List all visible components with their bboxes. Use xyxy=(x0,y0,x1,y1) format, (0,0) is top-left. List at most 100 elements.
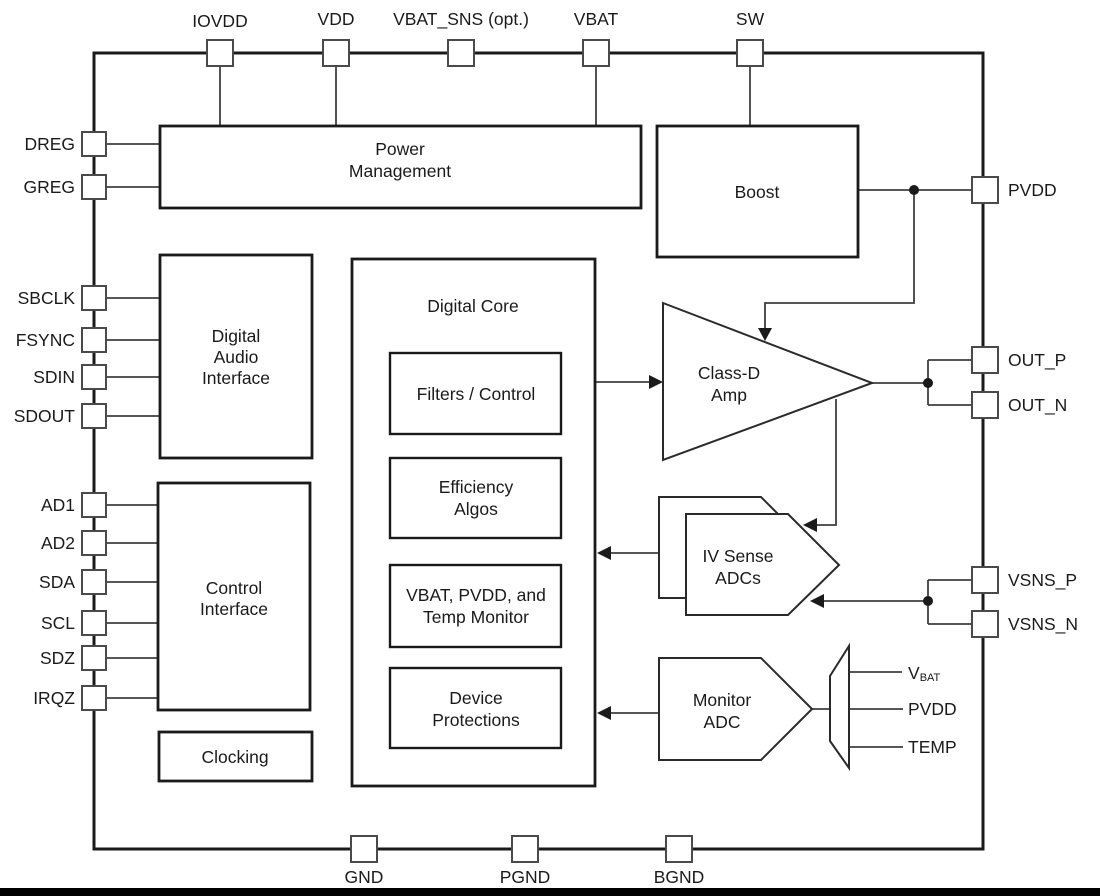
pin-label-out-p: OUT_P xyxy=(1008,350,1066,371)
pin-box-fsync xyxy=(81,327,107,353)
pin-label-sw: SW xyxy=(736,9,765,29)
iv-sense-adcs-label: ADCs xyxy=(715,568,761,588)
pin-label-bgnd: BGND xyxy=(654,867,705,887)
device-protections-box xyxy=(388,666,563,750)
arrowhead-into-amp-top xyxy=(758,328,772,341)
vbat-pvdd-temp-monitor-box xyxy=(388,563,563,649)
pin-box-sw xyxy=(736,39,764,67)
pin-box-sdin xyxy=(81,364,107,390)
pin-label-sbclk: SBCLK xyxy=(18,288,76,308)
clocking-label: Clocking xyxy=(201,747,268,767)
power-management-label: Management xyxy=(349,161,451,181)
pin-label-scl: SCL xyxy=(41,613,75,633)
iv-sense-adcs-label: IV Sense xyxy=(702,546,773,566)
pin-label-greg: GREG xyxy=(23,177,75,197)
clocking-box xyxy=(157,730,314,783)
block-monitor-adc: Monitor ADC xyxy=(658,642,850,772)
boost-label: Boost xyxy=(735,182,780,202)
left-pins: DREG GREG SBCLK FSYNC SDIN SDOUT AD1 AD2… xyxy=(14,131,107,711)
junction-dot-pvdd xyxy=(909,185,919,195)
pin-box-vbat xyxy=(582,39,610,67)
block-control-interface: Control Interface xyxy=(156,481,312,712)
class-d-amp-triangle xyxy=(662,301,875,462)
pin-label-out-n: OUT_N xyxy=(1008,395,1067,416)
pin-label-dreg: DREG xyxy=(24,134,75,154)
efficiency-algos-box xyxy=(388,456,563,540)
right-pins: PVDD OUT_P OUT_N VSNS_P VSNS_N xyxy=(971,176,1078,638)
iv-sense-adcs-front-shape xyxy=(685,513,841,616)
pin-label-sdin: SDIN xyxy=(33,367,75,387)
pin-box-vbat-sns xyxy=(447,39,475,67)
wire-amp-to-out xyxy=(872,359,972,406)
pin-label-pgnd: PGND xyxy=(500,867,551,887)
pin-label-vbat-sns: VBAT_SNS (opt.) xyxy=(393,9,529,30)
wires xyxy=(106,66,972,748)
monitor-adc-shape xyxy=(658,657,814,761)
digital-core-title: Digital Core xyxy=(427,296,518,316)
block-boost: Boost xyxy=(655,124,860,259)
power-management-label: Power xyxy=(375,139,425,159)
mux-output-pvdd-label: PVDD xyxy=(908,699,957,719)
mux-output-vbat-label: VBAT xyxy=(908,663,941,684)
pin-label-sda: SDA xyxy=(39,572,75,592)
pin-box-dreg xyxy=(81,131,107,157)
mux-output-vbat-base: V xyxy=(908,663,920,683)
mux-output-vbat-subscript: BAT xyxy=(920,672,941,684)
dai-label: Digital xyxy=(212,326,261,346)
pin-box-out-p xyxy=(971,346,999,374)
block-power-management: Power Management xyxy=(158,124,643,210)
arrowhead-ivsense-to-core xyxy=(597,546,611,560)
class-d-amp-label: Class-D xyxy=(698,363,760,383)
arrowhead-core-to-amp xyxy=(649,375,663,389)
block-clocking: Clocking xyxy=(157,730,314,783)
pin-label-sdz: SDZ xyxy=(40,648,75,668)
arrowhead-monitor-to-core xyxy=(597,706,611,720)
filters-control-label: Filters / Control xyxy=(417,384,536,404)
device-protections-label: Protections xyxy=(432,710,520,730)
pin-box-sdout xyxy=(81,403,107,429)
pin-box-scl xyxy=(81,610,107,636)
arrowhead-amp-to-ivsense xyxy=(803,518,817,532)
vbat-pvdd-temp-monitor-label: VBAT, PVDD, and xyxy=(406,585,546,605)
pin-label-vdd: VDD xyxy=(318,9,355,29)
boost-box xyxy=(655,124,860,259)
pin-box-out-n xyxy=(971,391,999,419)
pin-box-ad1 xyxy=(81,492,107,518)
pin-label-gnd: GND xyxy=(345,867,384,887)
pin-box-vdd xyxy=(322,39,350,67)
pin-box-iovdd xyxy=(206,39,234,67)
pin-box-vsns-n xyxy=(971,610,999,638)
monitor-mux-outputs: VBAT PVDD TEMP xyxy=(908,663,957,757)
pin-box-irqz xyxy=(81,685,107,711)
pin-label-vsns-n: VSNS_N xyxy=(1008,614,1078,635)
pin-label-ad1: AD1 xyxy=(41,495,75,515)
monitor-mux-shape xyxy=(829,642,850,772)
control-interface-box xyxy=(156,481,312,712)
vbat-pvdd-temp-monitor-label: Temp Monitor xyxy=(423,607,529,627)
control-interface-label: Control xyxy=(206,578,262,598)
class-d-amp-label: Amp xyxy=(711,385,747,405)
pin-box-sda xyxy=(81,569,107,595)
pin-box-vsns-p xyxy=(971,566,999,594)
filters-control-box xyxy=(388,351,563,436)
pin-box-pgnd xyxy=(511,835,539,863)
pin-box-pvdd xyxy=(971,176,999,204)
efficiency-algos-label: Algos xyxy=(454,499,498,519)
pin-label-pvdd: PVDD xyxy=(1008,180,1057,200)
pin-box-bgnd xyxy=(665,835,693,863)
block-class-d-amp: Class-D Amp xyxy=(662,301,875,462)
device-protections-label: Device xyxy=(449,688,503,708)
efficiency-algos-label: Efficiency xyxy=(439,477,514,497)
pin-box-sdz xyxy=(81,645,107,671)
digital-audio-interface-box xyxy=(158,253,314,460)
monitor-adc-label: ADC xyxy=(704,712,741,732)
dai-label: Interface xyxy=(202,368,270,388)
pin-label-sdout: SDOUT xyxy=(14,406,76,426)
junction-dot-out xyxy=(923,378,933,388)
wire-amp-to-ivsense xyxy=(816,399,837,526)
top-pins: IOVDD VDD VBAT_SNS (opt.) VBAT SW xyxy=(192,9,765,67)
mux-output-temp-label: TEMP xyxy=(908,737,957,757)
wire-pvdd-to-amp xyxy=(764,190,915,330)
